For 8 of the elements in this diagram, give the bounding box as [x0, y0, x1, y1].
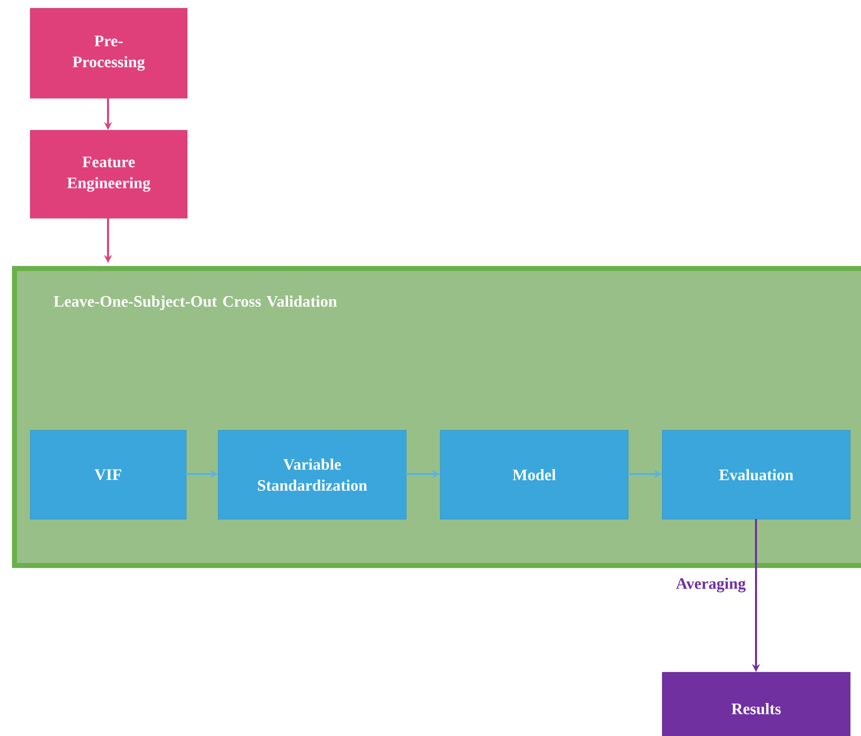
- process-box: Results: [662, 672, 850, 736]
- process-box: Variable Standardization: [218, 430, 406, 520]
- process-box: Pre- Processing: [30, 8, 188, 98]
- process-box: Evaluation: [662, 430, 850, 520]
- edge-label: Averaging: [674, 576, 748, 594]
- process-box: VIF: [30, 430, 186, 520]
- process-box: Feature Engineering: [30, 130, 188, 218]
- process-box: Model: [440, 430, 628, 520]
